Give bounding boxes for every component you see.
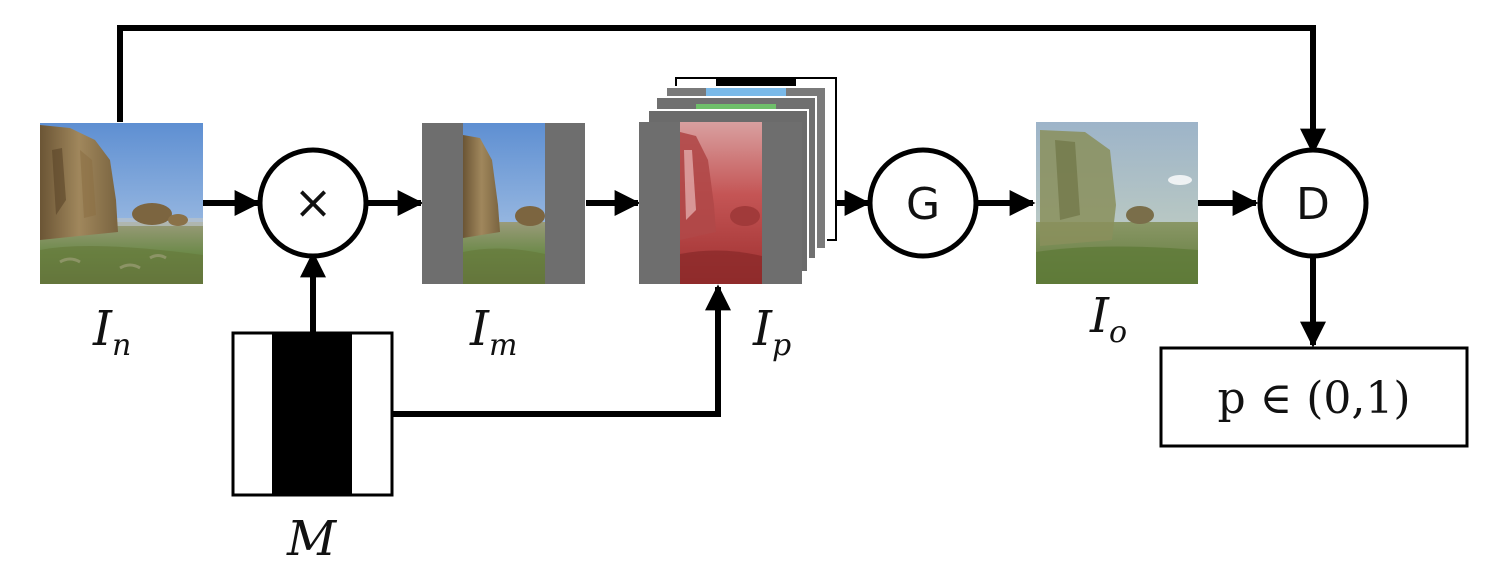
stacked-input bbox=[639, 77, 837, 284]
input-image bbox=[40, 123, 203, 284]
arrow-mask-to-stack bbox=[393, 284, 731, 417]
discriminator-label: D bbox=[1296, 179, 1330, 230]
result-box: p ∈ (0,1) bbox=[1159, 346, 1469, 448]
discriminator-node: D bbox=[1257, 147, 1369, 259]
masked-image bbox=[422, 123, 585, 284]
input-image-label: In bbox=[92, 301, 131, 363]
masked-image-label: Im bbox=[469, 301, 517, 363]
output-image-label: Io bbox=[1089, 288, 1127, 350]
stacked-input-label: Ip bbox=[752, 301, 791, 363]
multiply-operator: × bbox=[257, 147, 369, 259]
mask-label: M bbox=[286, 511, 338, 567]
generator-node: G bbox=[867, 147, 979, 259]
connections bbox=[117, 25, 1326, 417]
mask-image bbox=[231, 331, 394, 497]
result-label: p ∈ (0,1) bbox=[1217, 373, 1410, 424]
multiply-symbol: × bbox=[294, 175, 333, 229]
skip-connection-arrow bbox=[117, 25, 1326, 155]
generator-label: G bbox=[906, 179, 940, 230]
output-image bbox=[1036, 122, 1198, 284]
